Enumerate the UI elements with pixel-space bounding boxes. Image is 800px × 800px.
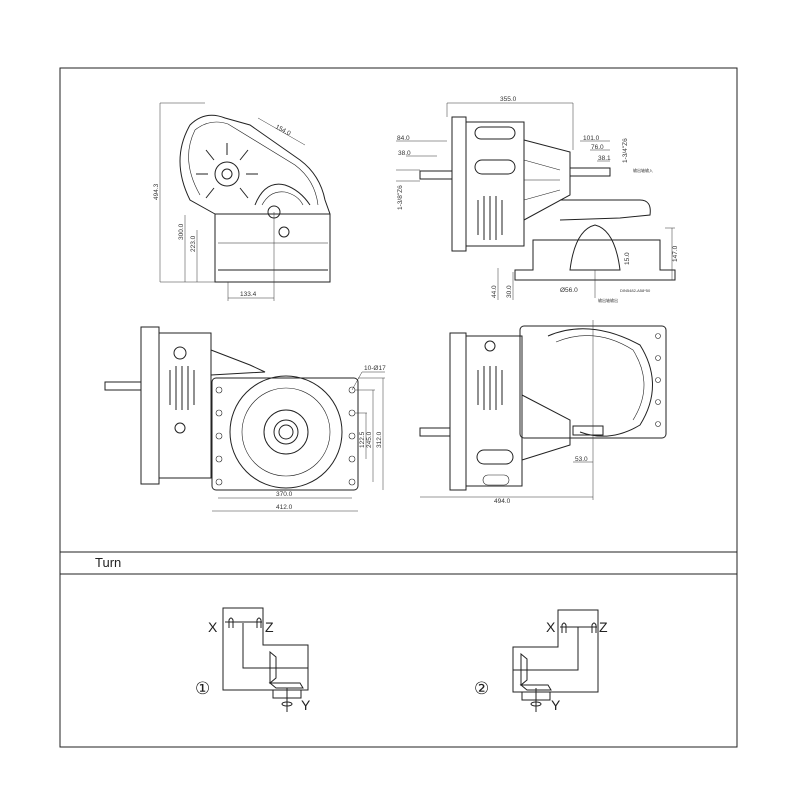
- axis-y-label: Y: [301, 697, 311, 713]
- dim-53: 53.0: [575, 456, 588, 463]
- dim-245: 245.0: [366, 431, 373, 448]
- dim-122-5: 122.5: [359, 431, 366, 448]
- sheet-frame: [59, 67, 738, 748]
- dim-133-4: 133.4: [240, 291, 257, 298]
- section-label-turn: Turn: [95, 555, 122, 570]
- dim-15: 15.0: [624, 252, 631, 265]
- axis-x-label: X: [546, 619, 556, 635]
- turn-diagram-1: X Z Y ①: [195, 607, 311, 713]
- dim-84: 84.0: [397, 135, 410, 142]
- dim-38: 38.0: [398, 150, 411, 157]
- dim-76: 76.0: [591, 144, 604, 151]
- diagram-number-1: ①: [195, 679, 210, 698]
- dim-101: 101.0: [583, 135, 600, 142]
- axis-x-label: X: [208, 619, 218, 635]
- dim-output-shaft: 1-3/4"Z6: [622, 138, 629, 163]
- dim-input-shaft: 1-3/8"Z6: [397, 185, 404, 210]
- bevel-gear-section: [569, 224, 621, 271]
- dim-dia56: Ø56.0: [560, 287, 578, 294]
- dim-412: 412.0: [276, 504, 293, 511]
- dim-147: 147.0: [672, 245, 679, 262]
- note-input: 输出轴输入: [633, 167, 653, 173]
- note-output: 输出轴输出: [598, 297, 618, 303]
- mounting-plate: [211, 377, 359, 491]
- dim-holes: 10-Ø17: [364, 365, 386, 372]
- dim-355: 355.0: [500, 96, 517, 103]
- output-shaft: [569, 167, 611, 177]
- dim-494: 494.0: [494, 498, 511, 505]
- turn-diagram-2: X Z Y ②: [474, 609, 608, 713]
- dim-370: 370.0: [276, 491, 293, 498]
- dim-312: 312.0: [376, 431, 383, 448]
- dim-494-3: 494.3: [153, 183, 160, 200]
- top-view-drawing: 10-Ø17 122.5 245.0 312.0 370.0 412.0: [104, 326, 386, 512]
- dim-30: 30.0: [506, 285, 513, 298]
- dim-154: 154.0: [274, 124, 292, 138]
- axis-z-label: Z: [599, 619, 608, 635]
- axis-y-label: Y: [551, 697, 561, 713]
- dim-223: 223.0: [190, 235, 197, 252]
- front-view-drawing: 355.0 84.0 38.0 1-3/8"Z6 101.0 76.0 38.1…: [396, 96, 679, 303]
- input-shaft: [419, 170, 453, 180]
- rear-view-drawing: 53.0 494.0: [419, 320, 667, 505]
- dim-44: 44.0: [491, 285, 498, 298]
- dim-300: 300.0: [178, 223, 185, 240]
- dim-38-1: 38.1: [598, 155, 611, 162]
- diagram-number-2: ②: [474, 679, 489, 698]
- gear-hub-circle: [214, 161, 240, 187]
- side-view-drawing: 494.3 300.0 223.0 133.4 154.0: [153, 102, 331, 301]
- axis-z-label: Z: [265, 619, 274, 635]
- note-spline: DIN5482-A58*50: [620, 288, 651, 293]
